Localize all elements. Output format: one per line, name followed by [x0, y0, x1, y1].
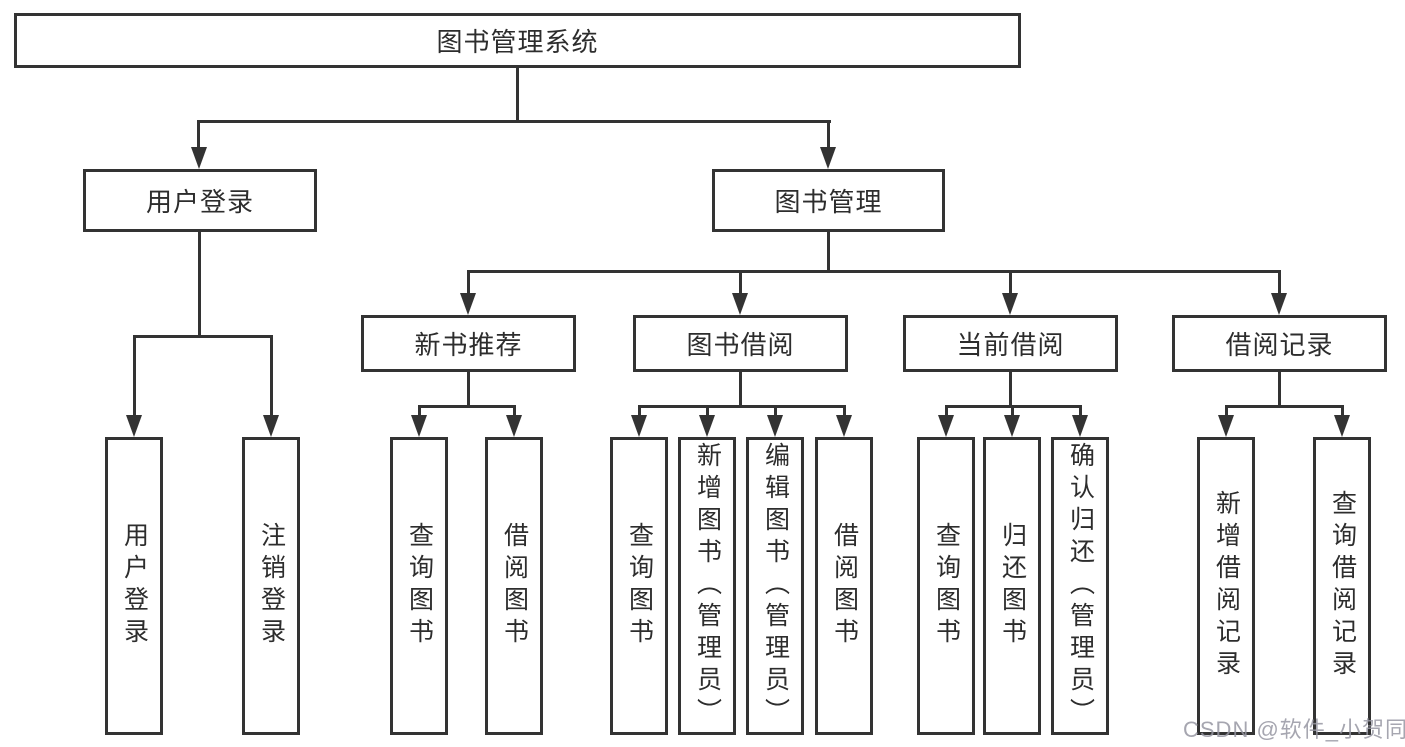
arrow-down-icon	[1004, 415, 1020, 437]
node-leaf-borrow-books: 借阅图书	[815, 437, 873, 735]
arrow-down-icon	[460, 293, 476, 315]
connector-line	[467, 270, 1281, 273]
arrow-down-icon	[732, 293, 748, 315]
node-current-borrow: 当前借阅	[903, 315, 1118, 372]
node-library-system: 图书管理系统	[14, 13, 1021, 68]
connector-line	[706, 405, 709, 416]
connector-line	[739, 372, 742, 405]
connector-line	[198, 232, 201, 335]
connector-line	[467, 372, 470, 405]
arrow-down-icon	[126, 415, 142, 437]
leaf-label: 用户登录	[120, 522, 149, 650]
arrow-down-icon	[938, 415, 954, 437]
arrow-down-icon	[1218, 415, 1234, 437]
connector-line	[638, 405, 846, 408]
node-leaf-borrow-books-recommend: 借阅图书	[485, 437, 543, 735]
connector-line	[843, 405, 846, 416]
node-leaf-user-login: 用户登录	[105, 437, 163, 735]
arrow-down-icon	[820, 147, 836, 169]
arrow-down-icon	[263, 415, 279, 437]
arrow-down-icon	[1334, 415, 1350, 437]
connector-line	[1011, 405, 1014, 416]
connector-line	[1278, 372, 1281, 405]
connector-line	[1009, 372, 1012, 405]
leaf-label: 查询图书	[932, 522, 961, 650]
node-leaf-logout: 注销登录	[242, 437, 300, 735]
node-leaf-add-borrow-record: 新增借阅记录	[1197, 437, 1255, 735]
connector-line	[418, 405, 421, 416]
arrow-down-icon	[1072, 415, 1088, 437]
arrow-down-icon	[631, 415, 647, 437]
arrow-down-icon	[411, 415, 427, 437]
connector-line	[133, 335, 136, 416]
arrow-down-icon	[767, 415, 783, 437]
arrow-down-icon	[191, 147, 207, 169]
connector-line	[638, 405, 641, 416]
connector-line	[197, 120, 831, 123]
connector-line	[1225, 405, 1344, 408]
connector-line	[1341, 405, 1344, 416]
leaf-label: 查询图书	[625, 522, 654, 650]
node-leaf-query-books-recommend: 查询图书	[390, 437, 448, 735]
arrow-down-icon	[1002, 293, 1018, 315]
leaf-label: 借阅图书	[500, 522, 529, 650]
leaf-label: 新增图书（管理员）	[693, 442, 722, 730]
leaf-label: 查询借阅记录	[1328, 490, 1357, 682]
connector-line	[827, 232, 830, 270]
node-new-book-recommend: 新书推荐	[361, 315, 576, 372]
leaf-label: 注销登录	[257, 522, 286, 650]
node-book-management: 图书管理	[712, 169, 945, 232]
connector-line	[739, 270, 742, 294]
node-user-login: 用户登录	[83, 169, 317, 232]
connector-line	[774, 405, 777, 416]
node-leaf-query-books-current: 查询图书	[917, 437, 975, 735]
leaf-label: 归还图书	[998, 522, 1027, 650]
connector-line	[1225, 405, 1228, 416]
arrow-down-icon	[1271, 293, 1287, 315]
node-leaf-confirm-return-admin: 确认归还（管理员）	[1051, 437, 1109, 735]
connector-line	[467, 270, 470, 294]
node-leaf-add-books-admin: 新增图书（管理员）	[678, 437, 736, 735]
connector-line	[1278, 270, 1281, 294]
node-borrow-records: 借阅记录	[1172, 315, 1387, 372]
leaf-label: 编辑图书（管理员）	[761, 442, 790, 730]
node-book-borrow: 图书借阅	[633, 315, 848, 372]
connector-line	[133, 335, 273, 338]
node-leaf-edit-books-admin: 编辑图书（管理员）	[746, 437, 804, 735]
connector-line	[197, 120, 200, 148]
leaf-label: 新增借阅记录	[1212, 490, 1241, 682]
connector-line	[1009, 270, 1012, 294]
node-leaf-query-borrow-record: 查询借阅记录	[1313, 437, 1371, 735]
arrow-down-icon	[699, 415, 715, 437]
connector-line	[513, 405, 516, 416]
leaf-label: 借阅图书	[830, 522, 859, 650]
leaf-label: 查询图书	[405, 522, 434, 650]
connector-line	[1079, 405, 1082, 416]
leaf-label: 确认归还（管理员）	[1066, 442, 1095, 730]
node-leaf-return-books: 归还图书	[983, 437, 1041, 735]
arrow-down-icon	[506, 415, 522, 437]
watermark: CSDN @软件_小贺同学	[1183, 717, 1405, 742]
connector-line	[418, 405, 516, 408]
connector-line	[516, 68, 519, 120]
connector-line	[945, 405, 948, 416]
node-leaf-query-books-borrow: 查询图书	[610, 437, 668, 735]
connector-line	[827, 120, 830, 148]
connector-line	[270, 335, 273, 416]
arrow-down-icon	[836, 415, 852, 437]
